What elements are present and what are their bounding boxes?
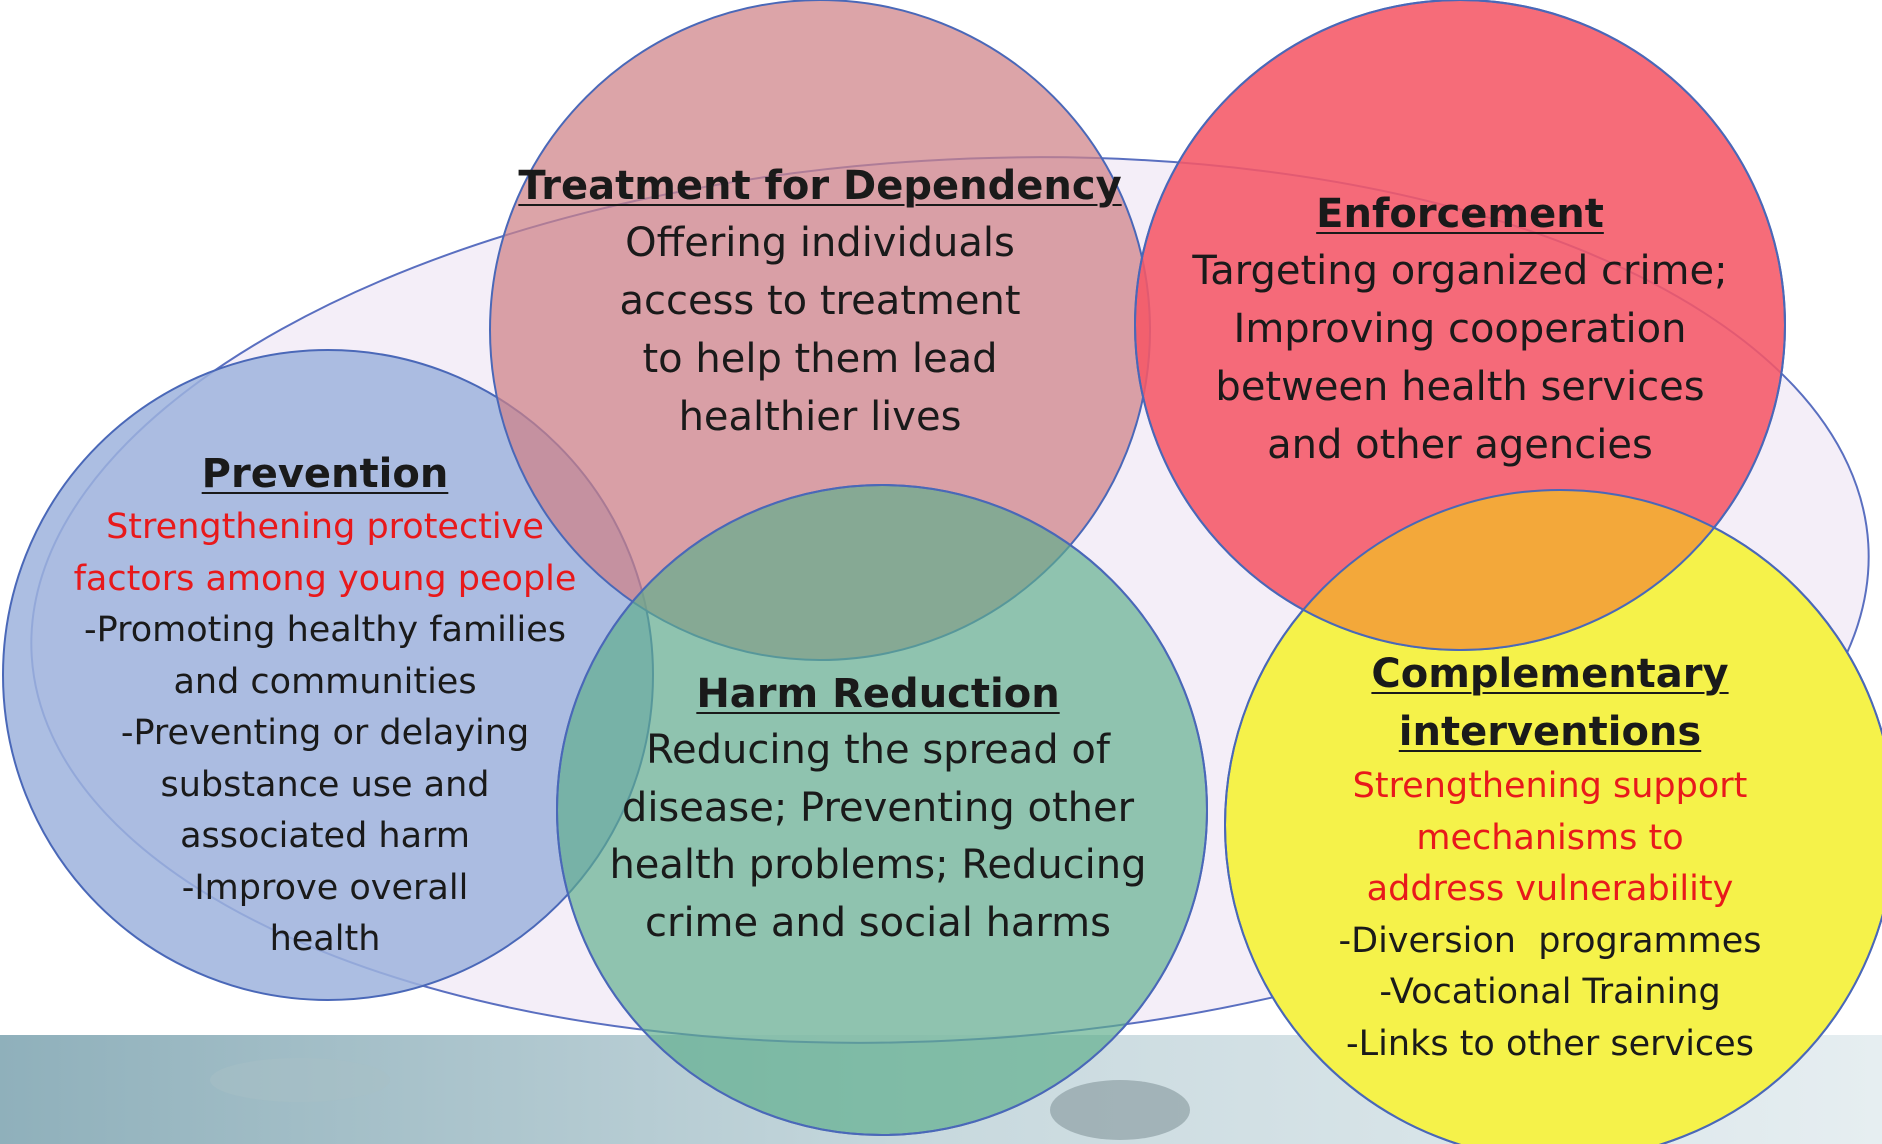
- harm-reduction-line: crime and social harms: [645, 899, 1111, 946]
- background-decoration: [1050, 1080, 1190, 1140]
- complementary-line: -Links to other services: [1346, 1023, 1754, 1064]
- prevention-line: associated harm: [180, 816, 470, 856]
- treatment-text-block: Treatment for Dependency Offering indivi…: [490, 158, 1150, 446]
- enforcement-text-block: Enforcement Targeting organized crime; I…: [1160, 186, 1760, 474]
- harm-reduction-text-block: Harm Reduction Reducing the spread of di…: [578, 666, 1178, 952]
- complementary-line: -Diversion programmes: [1338, 920, 1762, 961]
- prevention-line: -Promoting healthy families: [83, 610, 567, 650]
- treatment-title: Treatment for Dependency: [518, 163, 1122, 209]
- enforcement-line: and other agencies: [1267, 422, 1653, 468]
- prevention-line: health: [269, 919, 381, 959]
- prevention-line: -Preventing or delaying: [120, 713, 530, 753]
- complementary-red-line: Strengthening support: [1352, 766, 1748, 806]
- prevention-line: and communities: [173, 661, 477, 702]
- complementary-red-line: address vulnerability: [1366, 869, 1734, 909]
- treatment-line: Offering individuals: [625, 220, 1015, 266]
- complementary-title: Complementary: [1371, 651, 1729, 697]
- enforcement-outline: [1134, 0, 1786, 651]
- enforcement-line: between health services: [1215, 364, 1705, 410]
- harm-reduction-outline: [556, 484, 1208, 1136]
- prevention-line: -Improve overall: [181, 867, 469, 908]
- complementary-text-block: Complementary interventions Strengthenin…: [1305, 645, 1795, 1070]
- enforcement-title: Enforcement: [1316, 191, 1604, 237]
- harm-reduction-title: Harm Reduction: [696, 671, 1060, 717]
- complementary-title: interventions: [1398, 709, 1702, 755]
- prevention-title: Prevention: [201, 451, 449, 497]
- prevention-red-line: factors among young people: [73, 558, 577, 599]
- prevention-text-block: Prevention Strengthening protective fact…: [40, 446, 610, 966]
- prevention-red-line: Strengthening protective: [106, 507, 544, 547]
- treatment-line: to help them lead: [642, 336, 998, 382]
- harm-reduction-line: Reducing the spread of: [646, 727, 1110, 773]
- prevention-line: substance use and: [160, 764, 490, 805]
- background-decoration: [210, 1058, 390, 1102]
- harm-reduction-line: disease; Preventing other: [621, 784, 1135, 831]
- complementary-line: -Vocational Training: [1379, 972, 1721, 1012]
- treatment-line: healthier lives: [678, 394, 962, 440]
- enforcement-line: Improving cooperation: [1233, 306, 1687, 352]
- harm-reduction-line: health problems; Reducing: [609, 842, 1147, 888]
- complementary-red-line: mechanisms to: [1416, 817, 1684, 858]
- treatment-line: access to treatment: [619, 278, 1021, 324]
- complementary-outline: [1224, 489, 1882, 1144]
- enforcement-line: Targeting organized crime;: [1192, 248, 1728, 294]
